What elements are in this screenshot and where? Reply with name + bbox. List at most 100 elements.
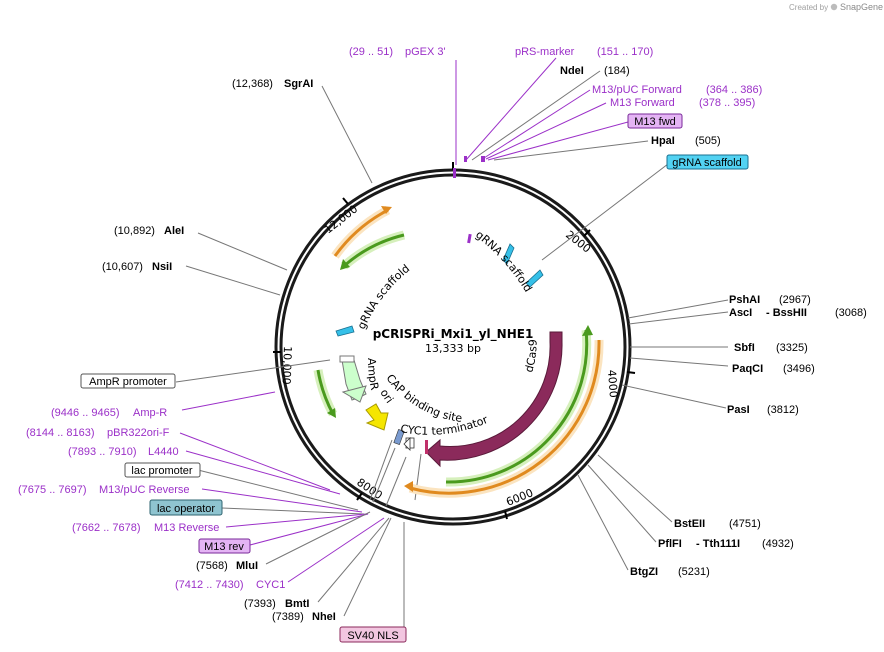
m13-rev-box-label: M13 rev bbox=[204, 541, 244, 553]
pasi-label: PasI bbox=[727, 404, 750, 416]
ampr-range: (9446 .. 9465) bbox=[51, 407, 120, 419]
lac-operator-box bbox=[149, 499, 223, 516]
asci-label: AscI bbox=[729, 307, 752, 319]
sv40-nls-box bbox=[339, 626, 407, 643]
ampr-label: AmpR bbox=[365, 358, 381, 392]
green-feature-right bbox=[445, 329, 589, 484]
grna-scaffold-markers bbox=[335, 243, 544, 337]
ndei-label: NdeI bbox=[560, 65, 584, 77]
orange-feature-right bbox=[409, 339, 601, 495]
bsshii-label: - BssHII bbox=[766, 307, 807, 319]
lac-operator-mark bbox=[393, 429, 405, 445]
leader-lines bbox=[175, 57, 729, 628]
alei-label: AleI bbox=[164, 225, 184, 237]
pasi-position: (3812) bbox=[767, 404, 799, 416]
backbone-ticks bbox=[273, 162, 636, 520]
grna-inner-label-1: gRNA scaffold bbox=[473, 228, 534, 294]
sgrai-label: SgrAI bbox=[284, 78, 313, 90]
hpai-label: HpaI bbox=[651, 135, 675, 147]
nhei-label: NheI bbox=[312, 611, 336, 623]
sbfi-label: SbfI bbox=[734, 342, 755, 354]
m13-forward-label: M13 Forward bbox=[610, 97, 675, 109]
orange-feature-top-head bbox=[381, 206, 392, 214]
ndei-position: (184) bbox=[604, 65, 630, 77]
bsshii-position: (3068) bbox=[835, 307, 867, 319]
lac-operator-box-label: lac operator bbox=[157, 503, 215, 515]
ampr-promoter-box-label: AmpR promoter bbox=[89, 376, 167, 388]
snapgene-logo-icon bbox=[830, 3, 838, 11]
grna-scaffold-box-label: gRNA scaffold bbox=[672, 157, 742, 169]
paqci-position: (3496) bbox=[783, 363, 815, 375]
credit-prefix: Created by bbox=[789, 3, 828, 12]
ampr-promoter-box bbox=[80, 373, 176, 389]
cyc1-terminator-mark bbox=[425, 440, 428, 454]
m13-puc-reverse-label: M13/pUC Reverse bbox=[99, 484, 189, 496]
green-feature-top-head bbox=[340, 259, 350, 270]
green-feature-left-head bbox=[327, 408, 336, 418]
l4440-range: (7893 .. 7910) bbox=[68, 446, 137, 458]
dcas9-label: dCas9 bbox=[522, 339, 539, 374]
alei-position: (10,892) bbox=[114, 225, 155, 237]
m13-rev-box bbox=[198, 538, 251, 554]
pgex-label: pGEX 3' bbox=[405, 46, 446, 58]
paqci-label: PaqCI bbox=[732, 363, 763, 375]
btgzi-position: (5231) bbox=[678, 566, 710, 578]
m13-puc-reverse-range: (7675 .. 7697) bbox=[18, 484, 87, 496]
pgex-range: (29 .. 51) bbox=[349, 46, 393, 58]
lac-promoter-box-label: lac promoter bbox=[131, 465, 192, 477]
tth111i-position: (4932) bbox=[762, 538, 794, 550]
m13-puc-forward-label: M13/pUC Forward bbox=[592, 84, 682, 96]
dcas9-feature bbox=[425, 331, 563, 468]
nsii-position: (10,607) bbox=[102, 261, 143, 273]
orange-feature-top bbox=[333, 208, 389, 257]
tick-label-10000: 10,000 bbox=[280, 346, 294, 385]
cyc1-primer-label: CYC1 bbox=[256, 579, 285, 591]
grna-inner-label-2: gRNA scaffold bbox=[355, 262, 412, 331]
l4440-label: L4440 bbox=[148, 446, 179, 458]
mlui-position: (7568) bbox=[196, 560, 228, 572]
credit-brand: SnapGene bbox=[840, 2, 883, 12]
m13-forward-range: (378 .. 395) bbox=[699, 97, 755, 109]
bmti-position: (7393) bbox=[244, 598, 276, 610]
orange-feature-right-head bbox=[404, 481, 413, 492]
m13-reverse-range: (7662 .. 7678) bbox=[72, 522, 141, 534]
green-feature-top bbox=[343, 233, 405, 268]
pbr322ori-range: (8144 .. 8163) bbox=[26, 427, 95, 439]
ampr-primer-label: Amp-R bbox=[133, 407, 167, 419]
sgrai-position: (12,368) bbox=[232, 78, 273, 90]
m13-puc-forward-range: (364 .. 386) bbox=[706, 84, 762, 96]
bsteii-label: BstEII bbox=[674, 518, 705, 530]
pflfi-label: PflFI bbox=[658, 538, 682, 550]
tick-label-4000: 4000 bbox=[605, 369, 620, 398]
ampr-promoter-mark bbox=[339, 355, 355, 363]
nhei-position: (7389) bbox=[272, 611, 304, 623]
lac-promoter-head bbox=[403, 437, 411, 451]
green-feature-right-head bbox=[582, 325, 593, 336]
ori-feature bbox=[365, 403, 389, 431]
tth111i-label: - Tth111I bbox=[696, 538, 740, 550]
plasmid-length: 13,333 bp bbox=[425, 342, 481, 355]
cyc1-range: (7412 .. 7430) bbox=[175, 579, 244, 591]
bsteii-position: (4751) bbox=[729, 518, 761, 530]
nsii-label: NsiI bbox=[152, 261, 172, 273]
pbr322ori-label: pBR322ori-F bbox=[107, 427, 170, 439]
plasmid-name: pCRISPRi_Mxi1_yl_NHE1 bbox=[373, 327, 534, 342]
m13-fwd-label: M13 fwd bbox=[634, 116, 676, 128]
grna-scaffold-box bbox=[666, 154, 749, 170]
pshai-position: (2967) bbox=[779, 294, 811, 306]
pshai-label: PshAI bbox=[729, 294, 760, 306]
ampr-feature-head bbox=[341, 385, 367, 403]
btgzi-label: BtgZI bbox=[630, 566, 658, 578]
prs-marker-range: (151 .. 170) bbox=[597, 46, 653, 58]
hpai-position: (505) bbox=[695, 135, 721, 147]
top-primer-marks bbox=[453, 156, 485, 244]
sv40-nls-box-label: SV40 NLS bbox=[347, 630, 398, 642]
lac-promoter-box bbox=[124, 462, 201, 478]
bmti-label: BmtI bbox=[285, 598, 309, 610]
m13-reverse-label: M13 Reverse bbox=[154, 522, 219, 534]
sbfi-position: (3325) bbox=[776, 342, 808, 354]
m13-fwd-box bbox=[627, 113, 683, 129]
mlui-label: MluI bbox=[236, 560, 258, 572]
prs-marker-label: pRS-marker bbox=[515, 46, 575, 58]
